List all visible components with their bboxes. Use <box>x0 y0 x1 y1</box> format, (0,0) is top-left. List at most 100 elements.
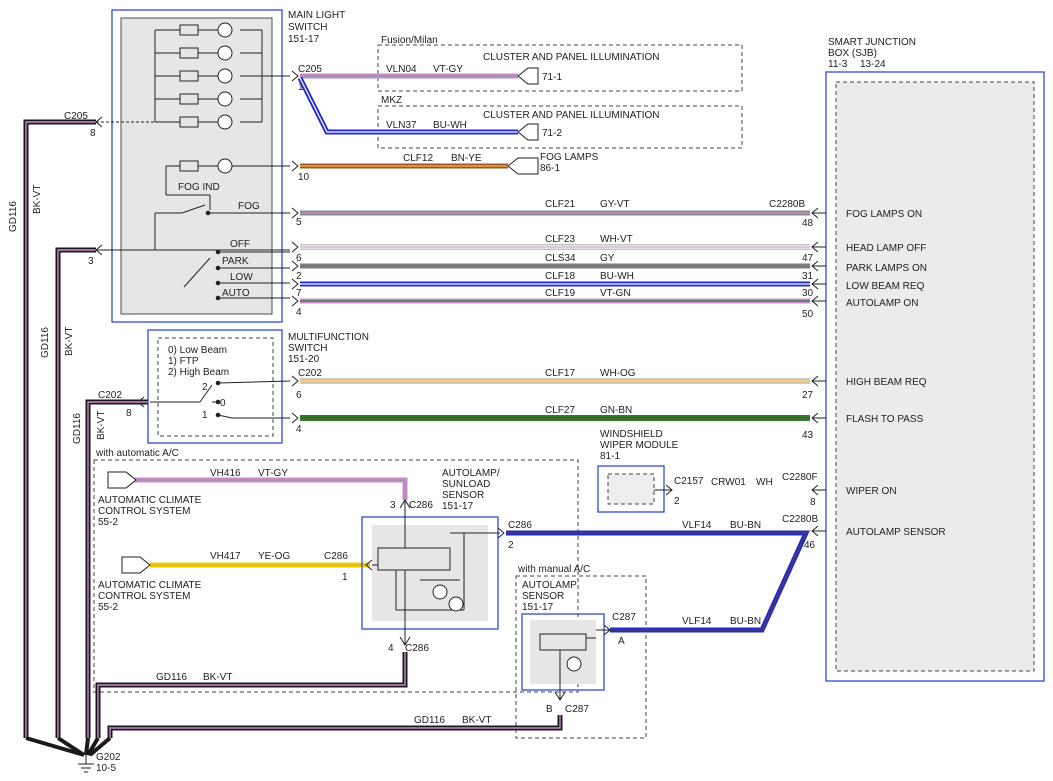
illumination-bulbs <box>96 29 290 123</box>
main-switch-title2: SWITCH <box>288 22 327 33</box>
photodiode-icon <box>432 584 464 612</box>
main-switch-title: MAIN LIGHT <box>288 10 345 21</box>
vh417-circuit: VH417 <box>210 551 241 562</box>
g202-label: G202 <box>96 752 121 763</box>
high-beam-req-label: HIGH BEAM REQ <box>846 377 927 388</box>
clf17-right-pin: 27 <box>802 390 814 401</box>
bkvt-vert-2: BK-VT <box>64 327 75 356</box>
gd116-vert-1: GD116 <box>8 201 19 232</box>
fusion-ref: 71-1 <box>542 72 562 83</box>
sjb-page1: 11-3 <box>828 59 848 70</box>
photodiode-icon <box>566 656 582 672</box>
c2157-pin: 2 <box>674 496 680 507</box>
c287-connector: C287 <box>612 612 636 623</box>
manual-pin-a: A <box>618 636 625 647</box>
cls34-right-pin: 47 <box>802 253 814 264</box>
c286-right: C286 <box>508 520 532 531</box>
fusion-dest: CLUSTER AND PANEL ILLUMINATION <box>483 52 660 63</box>
c286-left: C286 <box>324 551 348 562</box>
clf23-circuit: CLF23 <box>545 234 575 245</box>
ground-pin3: 3 <box>88 256 94 267</box>
head-lamp-off-label: HEAD LAMP OFF <box>846 243 926 254</box>
main-switch-part: 151-17 <box>288 34 320 45</box>
clf12-circuit: CLF12 <box>403 153 433 164</box>
autolamp-sensor-label: AUTOLAMP SENSOR <box>846 527 946 538</box>
mf-title2: SWITCH <box>288 343 327 354</box>
wiper-title: WINDSHIELD <box>600 429 663 440</box>
vln37-circuit: VLN37 <box>386 120 417 131</box>
auto-label: AUTO <box>222 288 250 299</box>
vlf14-color: BU-BN <box>730 520 761 531</box>
sensor-pin4: 4 <box>388 643 394 654</box>
clf12-color: BN-YE <box>451 153 482 164</box>
clf18-right-pin: 31 <box>802 271 814 282</box>
fog-lamps-ref: 86-1 <box>540 163 560 174</box>
autolamp-on-label: AUTOLAMP ON <box>846 298 918 309</box>
manual-sensor-part: 151-17 <box>522 602 554 613</box>
vlf14-color-2: BU-BN <box>730 616 761 627</box>
manual-sensor-title2: SENSOR <box>522 591 564 602</box>
acc1-ref: 55-2 <box>98 517 118 528</box>
c205-pin1: 1 <box>298 82 304 93</box>
fog-lamps-section: CLF12 BN-YE FOG LAMPS 86-1 10 <box>298 152 599 183</box>
wiper-pin: 8 <box>810 497 816 508</box>
gd116-vert-2: GD116 <box>40 327 51 358</box>
wiper-module: WINDSHIELD WIPER MODULE 81-1 C2157 2 CRW… <box>597 429 897 513</box>
low-label: LOW <box>230 272 253 283</box>
manual-sensor-title1: AUTOLAMP <box>522 580 577 591</box>
off-label: OFF <box>230 239 250 250</box>
mf-pin1: 1 <box>202 410 208 421</box>
switch-output-arrow-icons <box>291 70 299 307</box>
clf27-color: GN-BN <box>600 405 632 416</box>
mf-pin0: 0 <box>220 398 226 409</box>
ground-symbol-icon <box>78 755 94 773</box>
vlf14-wire: VLF14 BU-BN VLF14 BU-BN C2280B 46 AUTOLA… <box>506 514 946 633</box>
c2157-connector: C2157 <box>674 476 704 487</box>
park-lamps-on-label: PARK LAMPS ON <box>846 263 927 274</box>
clf19-left-pin: 7 <box>296 288 302 299</box>
low-beam-req-label: LOW BEAM REQ <box>846 281 925 292</box>
fog-lamps-dest: FOG LAMPS <box>540 152 599 163</box>
manual-ac-label: with manual A/C <box>517 564 590 575</box>
mf-opt0: 0) Low Beam <box>168 345 227 356</box>
auto-ac-label: with automatic A/C <box>95 448 179 459</box>
wiper-on-label: WIPER ON <box>846 486 897 497</box>
fog-lamps-pin: 10 <box>298 172 310 183</box>
vln04-circuit: VLN04 <box>386 64 417 75</box>
sjb-input-arrow-icons <box>811 207 826 537</box>
c205-connector: C205 <box>298 64 322 75</box>
fog-ind-label: FOG IND <box>178 182 220 193</box>
c2280f-connector: C2280F <box>782 472 818 483</box>
acc1-name1: AUTOMATIC CLIMATE <box>98 495 202 506</box>
vln04-color: VT-GY <box>433 64 463 75</box>
c205-ground-connector: C205 <box>64 111 88 122</box>
sensor-pin3: 3 <box>390 500 396 511</box>
c2280b-connector-2: C2280B <box>782 514 818 525</box>
mkz-ref: 71-2 <box>542 128 562 139</box>
switch-contacts <box>96 165 290 301</box>
sjb-title: SMART JUNCTION <box>828 37 916 48</box>
wiper-title2: WIPER MODULE <box>600 440 679 451</box>
sensor-part: 151-17 <box>442 501 474 512</box>
c202-connector: C202 <box>98 390 122 401</box>
sensor-title1: AUTOLAMP/ <box>442 468 500 479</box>
sensor-title3: SENSOR <box>442 490 484 501</box>
clf21-circuit: CLF21 <box>545 199 575 210</box>
clf27-left-pin: 4 <box>296 424 302 435</box>
c202-pin8: 8 <box>126 408 132 419</box>
acc2-ref: 55-2 <box>98 602 118 613</box>
gd116-horiz-2: GD116 <box>414 715 445 726</box>
automatic-ac-section: with automatic A/C VH416 VT-GY AUTOMATIC… <box>93 448 579 693</box>
fog-label: FOG <box>238 201 260 212</box>
vlf14-circuit: VLF14 <box>682 520 712 531</box>
c286-bottom: C286 <box>405 643 429 654</box>
clf19-color: VT-GN <box>600 288 631 299</box>
gd116-horiz-1: GD116 <box>156 672 187 683</box>
switch-to-sjb-wires: CLF21 GY-VT 5 48 FOG LAMPS ON C2280B CLF… <box>291 70 927 537</box>
clf21-right-pin: 48 <box>802 218 814 229</box>
vh417-color: YE-OG <box>258 551 290 562</box>
bkvt-horiz-1: BK-VT <box>203 672 232 683</box>
sensor-sjb-pin: 46 <box>804 540 816 551</box>
clf23-color: WH-VT <box>600 234 633 245</box>
